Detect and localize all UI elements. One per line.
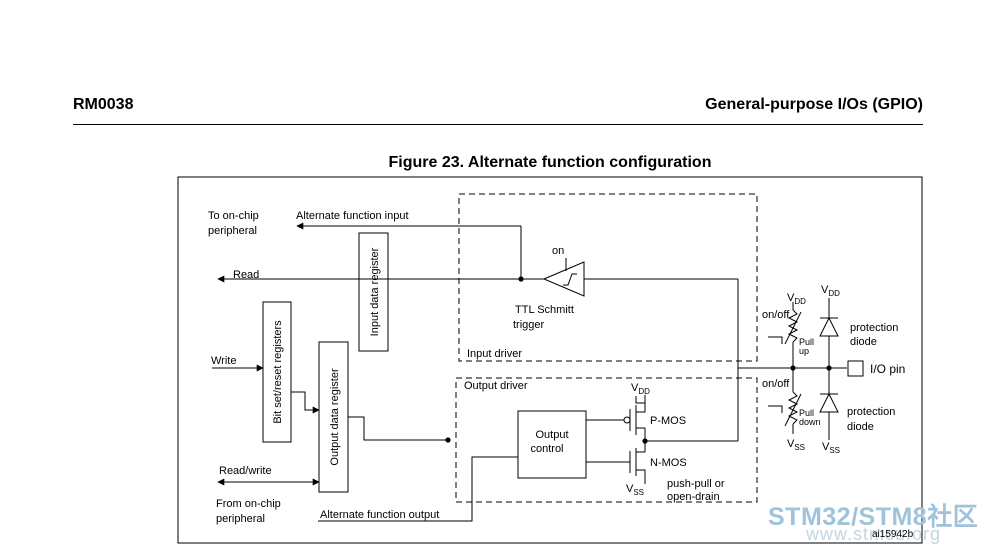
- svg-text:VSS: VSS: [787, 438, 805, 452]
- schmitt-trigger-symbol: [542, 261, 585, 297]
- figure-title: Figure 23. Alternate function configurat…: [388, 154, 712, 171]
- label-protection-bottom-2: diode: [847, 421, 874, 433]
- label-protection-top-2: diode: [850, 336, 877, 348]
- label-vdd-diode-sub: DD: [828, 289, 840, 298]
- label-vss-diode: V: [822, 441, 830, 453]
- label-alt-output: Alternate function output: [320, 509, 439, 521]
- label-vss-pulldown: V: [787, 438, 795, 450]
- label-output-driver: Output driver: [464, 380, 528, 392]
- label-vss-mos-sub: SS: [633, 488, 644, 497]
- label-vdd-mos: V: [631, 382, 639, 394]
- figure-code: ai15942b: [872, 529, 914, 540]
- watermark-url: www.stmcu.org: [806, 524, 942, 544]
- output-control-box: [517, 410, 587, 479]
- label-on-off-down: on/off: [762, 378, 790, 390]
- header-rule: [73, 124, 923, 125]
- label-from-onchip-1: From on-chip: [216, 498, 281, 510]
- label-on-off-up: on/off: [762, 309, 790, 321]
- label-ttl-1: TTL Schmitt: [515, 304, 574, 316]
- pull-down-resistor: [787, 391, 799, 425]
- label-vdd-diode: V: [821, 284, 829, 296]
- label-read-write: Read/write: [219, 465, 272, 477]
- label-from-onchip-2: peripheral: [216, 513, 265, 525]
- label-push-pull-1: push-pull or: [667, 478, 725, 490]
- label-input-driver: Input driver: [467, 348, 522, 360]
- label-push-pull-2: open-drain: [667, 491, 720, 503]
- label-pull-up-2: up: [799, 346, 809, 356]
- label-vss-diode-sub: SS: [829, 446, 840, 455]
- label-output-control-2: control: [530, 443, 563, 455]
- label-bit-set-reset: Bit set/reset registers: [272, 320, 284, 424]
- svg-text:VSS: VSS: [626, 483, 644, 497]
- header-section-title: General-purpose I/Os (GPIO): [705, 96, 923, 113]
- label-alt-input: Alternate function input: [296, 210, 409, 222]
- label-output-data-register: Output data register: [329, 368, 341, 466]
- label-vss-pulldown-sub: SS: [794, 443, 805, 452]
- pull-up-resistor: [787, 309, 799, 343]
- io-pin-pad: [847, 360, 864, 377]
- svg-text:VDD: VDD: [631, 382, 650, 396]
- label-vdd-pullup-sub: DD: [794, 297, 806, 306]
- label-pull-up-1: Pull: [799, 337, 814, 347]
- svg-text:VDD: VDD: [821, 284, 840, 298]
- label-protection-top-1: protection: [850, 322, 898, 334]
- label-pmos: P-MOS: [650, 415, 686, 427]
- protection-diode-bottom: [819, 392, 839, 413]
- watermark-brand: STM32/STM8社区: [768, 503, 979, 531]
- input-driver-region: [458, 193, 758, 362]
- label-input-data-register: Input data register: [369, 247, 381, 336]
- label-vdd-pullup: V: [787, 292, 795, 304]
- label-io-pin: I/O pin: [870, 362, 905, 376]
- output-data-register-box: [318, 341, 349, 493]
- svg-text:VSS: VSS: [822, 441, 840, 455]
- input-data-register-box: [358, 232, 389, 352]
- label-output-control-1: Output: [535, 429, 568, 441]
- label-read: Read: [233, 269, 259, 281]
- output-driver-region: [455, 377, 758, 503]
- header-doc-id: RM0038: [73, 96, 134, 113]
- label-write: Write: [211, 355, 236, 367]
- label-on: on: [552, 245, 564, 257]
- label-to-onchip-2: peripheral: [208, 225, 257, 237]
- label-vdd-mos-sub: DD: [638, 387, 650, 396]
- label-protection-bottom-1: protection: [847, 406, 895, 418]
- label-nmos: N-MOS: [650, 457, 687, 469]
- diagram-frame: [177, 176, 923, 544]
- label-pull-down-2: down: [799, 417, 821, 427]
- label-vss-mos: V: [626, 483, 634, 495]
- label-to-onchip-1: To on-chip: [208, 210, 259, 222]
- protection-diode-top: [819, 316, 839, 337]
- bit-set-reset-box: [262, 301, 292, 443]
- svg-text:VDD: VDD: [787, 292, 806, 306]
- label-pull-down-1: Pull: [799, 408, 814, 418]
- label-ttl-2: trigger: [513, 319, 545, 331]
